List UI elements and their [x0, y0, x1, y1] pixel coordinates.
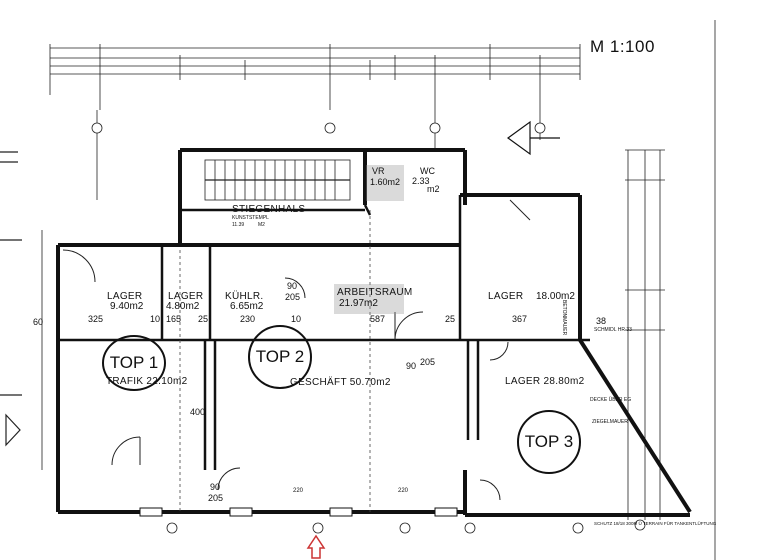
inner-walls	[58, 195, 590, 470]
wc-name: WC	[420, 166, 435, 176]
dim-38: 38	[596, 316, 607, 326]
geschaeft-name: GESCHÄFT 50.70m2	[290, 377, 391, 388]
doors	[62, 199, 531, 501]
windows	[139, 507, 458, 517]
stiegenhaus-name: STIEGENHALS	[232, 204, 306, 215]
stiegenhaus-unit: M2	[258, 222, 265, 228]
vr-name: VR	[372, 166, 385, 176]
wc-area: 2.33	[412, 176, 430, 186]
wc-unit: m2	[427, 184, 440, 194]
vr-area: 1.60m2	[370, 177, 401, 187]
dim-205c: 205	[420, 357, 436, 367]
left-margin-marks	[0, 151, 43, 470]
arbeitsraum-shading	[334, 284, 404, 314]
arbeitsraum-name: ARBEITSRAUM	[337, 287, 413, 298]
dim-205a: 205	[285, 292, 301, 302]
lager2-area: 4.80m2	[166, 301, 200, 312]
note-ziegelmauer: ZIEGELMAUER	[592, 419, 628, 425]
lager3-name: LAGER	[488, 291, 524, 302]
dim-220b: 220	[398, 488, 409, 494]
arbeitsraum-area: 21.97m2	[339, 298, 378, 309]
dim-90b: 90	[210, 482, 221, 492]
lager3-area: 18.00m2	[536, 291, 575, 302]
top2-marker: TOP 2	[248, 325, 312, 389]
top3-marker: TOP 3	[517, 410, 581, 474]
dim-325: 325	[88, 314, 104, 324]
dim-400: 400	[190, 407, 206, 417]
lager1-name: LAGER	[107, 291, 143, 302]
note-betonmauer: BETONMAUER	[561, 300, 567, 336]
stiegenhaus-sub: KUNSTSTEMPL	[232, 215, 269, 221]
kuehlr-area: 6.65m2	[230, 301, 264, 312]
top1-marker: TOP 1	[102, 335, 166, 391]
dim-220a: 220	[293, 488, 304, 494]
stiegenhaus-num: 11.39	[232, 222, 245, 228]
dimension-chains	[49, 44, 581, 200]
lager1-area: 9.40m2	[110, 301, 144, 312]
scale-label: M 1:100	[590, 37, 655, 56]
dim-10b: 10	[291, 314, 302, 324]
lager2-name: LAGER	[168, 291, 204, 302]
dim-10a: 10	[150, 314, 161, 324]
note-decke: DECKE ÜBER EG	[590, 397, 632, 403]
dim-90a: 90	[287, 281, 298, 291]
vr-shading	[366, 165, 404, 201]
dim-165: 165	[166, 314, 182, 324]
dim-205b: 205	[208, 493, 224, 503]
staircase	[204, 159, 351, 201]
kuehlr-name: KÜHLR.	[225, 291, 264, 302]
right-margin-marks	[625, 20, 716, 560]
dim-90c: 90	[406, 361, 417, 371]
entrance-arrow-icon	[306, 534, 326, 559]
axis-bubbles	[91, 122, 646, 534]
dim-25a: 25	[198, 314, 209, 324]
note-schutz: SCHUTZ 18/18 300M Ü TERRAIN FÜR TANKENTL…	[594, 521, 717, 526]
dim-25b: 25	[445, 314, 456, 324]
note-schmidl: SCHMIDL HR 33	[594, 327, 632, 333]
dim-60: 60	[33, 317, 44, 327]
grid-axes	[179, 210, 371, 512]
dim-587: 587	[370, 314, 386, 324]
lager4-name: LAGER 28.80m2	[505, 376, 585, 387]
walls	[56, 148, 692, 517]
section-marker	[506, 120, 560, 156]
dim-230: 230	[240, 314, 256, 324]
dim-367: 367	[512, 314, 528, 324]
trafik-name: TRAFIK 22.10m2	[106, 376, 188, 387]
